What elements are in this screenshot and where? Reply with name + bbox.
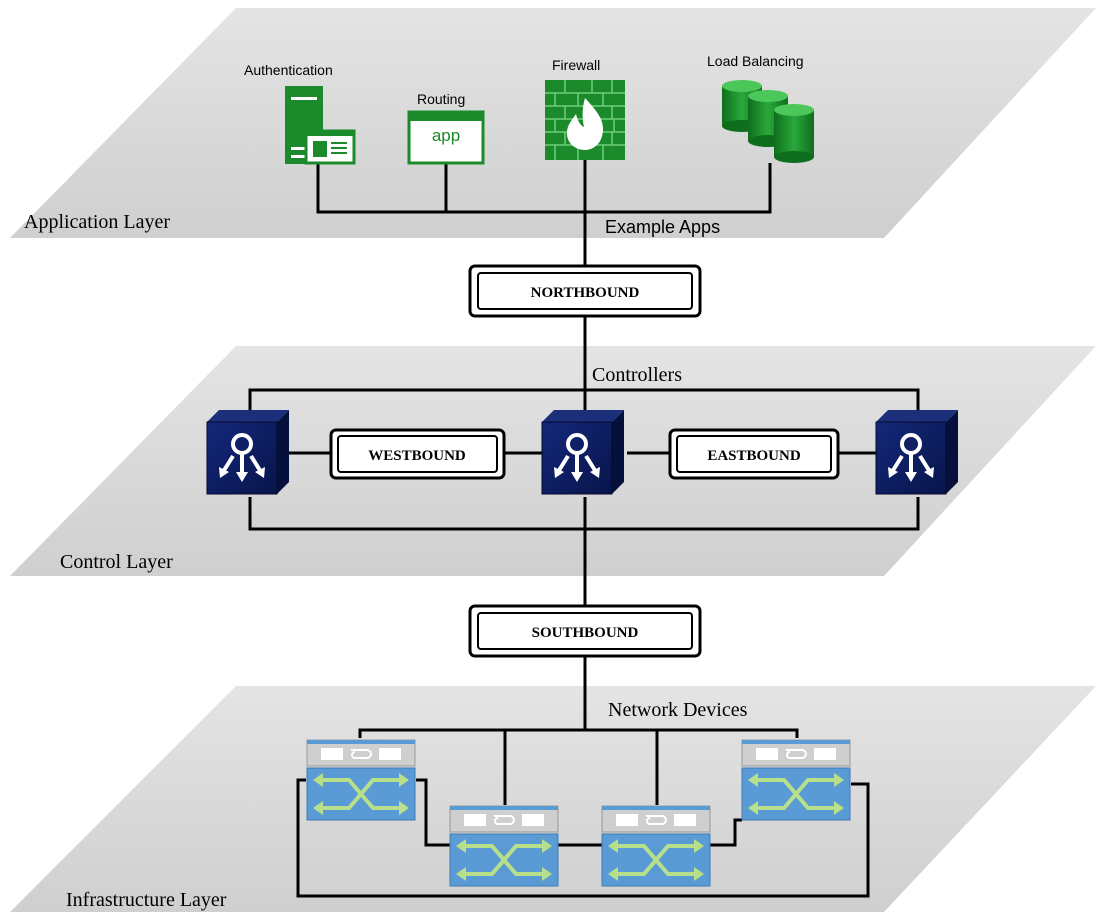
controllers-caption: Controllers xyxy=(592,364,682,386)
northbound-interface-box: NORTHBOUND xyxy=(468,264,702,318)
server-with-card-icon xyxy=(285,86,356,165)
network-devices-caption: Network Devices xyxy=(608,699,748,721)
eastbound-label: EASTBOUND xyxy=(707,448,801,464)
controller-icon xyxy=(874,408,960,496)
controller-icon xyxy=(540,408,626,496)
switch-icon xyxy=(740,738,852,822)
authentication-label: Authentication xyxy=(244,62,333,78)
westbound-interface-box: WESTBOUND xyxy=(329,428,506,480)
southbound-interface-box: SOUTHBOUND xyxy=(468,604,702,658)
controller-icon xyxy=(205,408,291,496)
control-layer-label: Control Layer xyxy=(60,551,173,573)
switch-icon xyxy=(305,738,417,822)
routing-label: Routing xyxy=(417,91,465,107)
firewall-icon xyxy=(545,80,625,160)
eastbound-interface-box: EASTBOUND xyxy=(668,428,840,480)
switch-icon xyxy=(448,804,560,888)
switch-icon xyxy=(600,804,712,888)
northbound-label: NORTHBOUND xyxy=(531,285,640,301)
load-balancing-label: Load Balancing xyxy=(707,53,804,69)
database-stack-icon xyxy=(722,80,814,163)
infrastructure-layer-label: Infrastructure Layer xyxy=(66,889,227,911)
app-icon-text: app xyxy=(432,126,460,145)
firewall-label: Firewall xyxy=(552,57,600,73)
app-window-icon: app xyxy=(407,110,485,165)
connection-lines xyxy=(248,160,920,898)
example-apps-caption: Example Apps xyxy=(605,217,720,237)
westbound-label: WESTBOUND xyxy=(368,448,466,464)
southbound-label: SOUTHBOUND xyxy=(532,625,639,641)
application-layer-label: Application Layer xyxy=(24,211,170,233)
